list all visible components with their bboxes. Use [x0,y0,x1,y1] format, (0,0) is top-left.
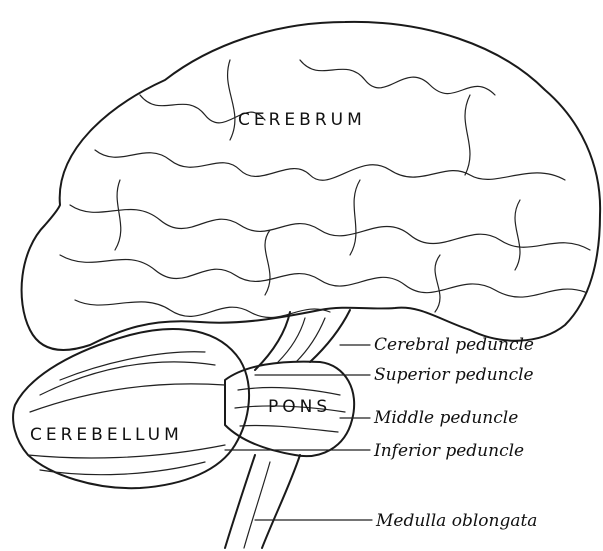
superior-peduncle-label: Superior peduncle [374,365,534,385]
leader-lines [225,345,372,520]
cerebellum-shape [13,329,249,488]
middle-peduncle-label: Middle peduncle [373,408,518,428]
cerebellum-folia [28,352,225,475]
cerebellum-label: CEREBELLUM [30,425,183,445]
cerebrum-gyri [60,60,590,317]
inferior-peduncle-label: Inferior peduncle [373,441,524,461]
pons-label: PONS [268,397,331,417]
cerebrum-outline [22,22,601,350]
medulla-oblongata-label: Medulla oblongata [375,511,537,531]
cerebral-peduncle-label: Cerebral peduncle [374,335,534,355]
medulla-shape [225,455,255,548]
cerebrum-label: CEREBRUM [238,110,366,130]
